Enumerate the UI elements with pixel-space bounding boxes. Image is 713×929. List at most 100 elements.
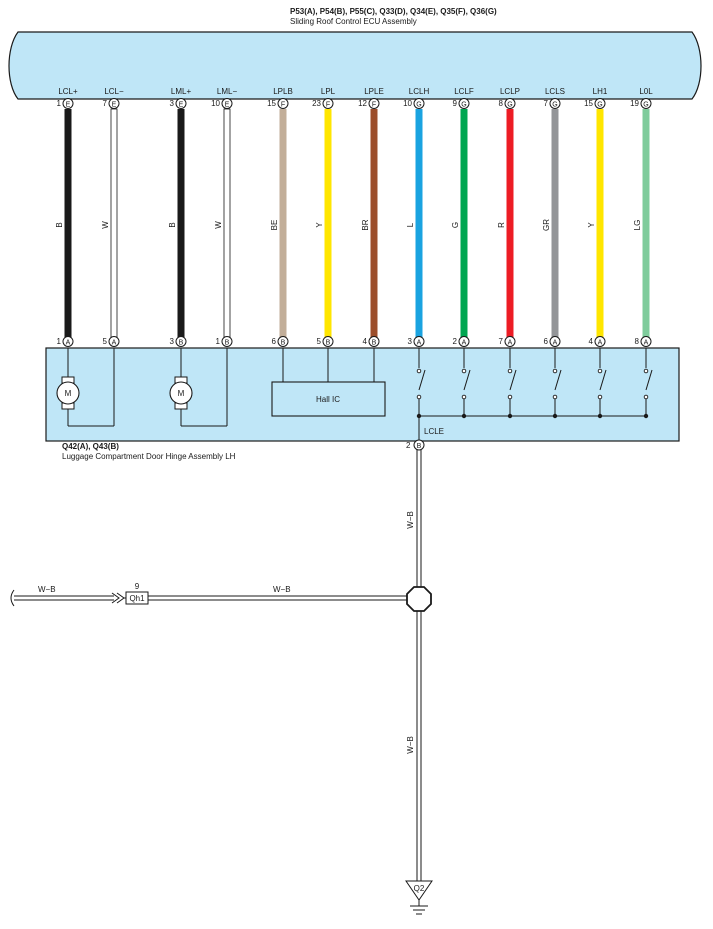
motor-lcl: M (56, 348, 115, 427)
wire-top-connector: F (326, 101, 330, 108)
motor-icon (56, 381, 80, 405)
splice-point-icon (406, 586, 432, 612)
wire-lcls: LCLS7GGR6ALCLS (542, 87, 579, 362)
wire-bottom-connector: B (281, 339, 286, 346)
wire-top-connector: G (461, 101, 466, 108)
wire-bottom-connector: A (66, 339, 71, 346)
wire-line (279, 109, 287, 340)
wire-line (415, 109, 423, 340)
wire-line (177, 109, 185, 340)
wire-bottom-pin: 6 (272, 337, 277, 346)
wire-line (223, 108, 231, 341)
wire-top-connector: G (552, 101, 557, 108)
wire-top-connector-icon (458, 98, 470, 109)
junction-pin: 9 (135, 582, 140, 591)
switch-lclh (416, 348, 426, 419)
motor-lml: M (169, 348, 228, 427)
wire-top-signal: LCL− (104, 87, 124, 96)
wire-bottom-pin: 6 (544, 337, 549, 346)
ground-wire (416, 450, 422, 881)
wire-top-connector-icon (413, 98, 425, 109)
wire-bottom-pin: 2 (453, 337, 458, 346)
wire-top-pin: 10 (211, 99, 220, 108)
ecu-connector-codes: P53(A), P54(B), P55(C), Q33(D), Q34(E), … (290, 7, 497, 16)
wire-bottom-connector-icon (175, 336, 187, 347)
wire-top-connector-icon (175, 98, 187, 109)
wire-bottom-connector: B (179, 339, 184, 346)
wire-bottom-connector: A (417, 339, 422, 346)
wire-top-signal: LPL (321, 87, 336, 96)
wire-top-signal: LCLH (409, 87, 430, 96)
wire-top-signal: LH1 (593, 87, 608, 96)
wire-top-connector: E (179, 101, 184, 108)
wire-line (642, 109, 650, 340)
wire-top-signal: LCLP (500, 87, 520, 96)
wire-bottom-connector-icon (458, 336, 470, 347)
wire-line (324, 109, 332, 340)
wire-color-code: L (406, 222, 415, 227)
wire-top-connector: F (281, 101, 285, 108)
wire-top-connector-icon (504, 98, 516, 109)
wire-top-connector-icon (368, 98, 380, 109)
wire-bottom-connector-icon (62, 336, 74, 347)
ground-wire-upper-color: W−B (406, 511, 415, 529)
wire-top-connector: F (372, 101, 376, 108)
wire-color-code: BE (270, 220, 279, 231)
wire-top-pin: 23 (312, 99, 321, 108)
wire-color-code: BR (361, 219, 370, 230)
wire-bottom-pin: 7 (499, 337, 504, 346)
wire-line (64, 109, 72, 340)
wire-bottom-connector: A (508, 339, 513, 346)
wire-bottom-connector: A (462, 339, 467, 346)
wire-top-connector: G (597, 101, 602, 108)
wire-top-pin: 15 (584, 99, 593, 108)
wire-top-signal: LML− (217, 87, 238, 96)
wire-top-connector: E (225, 101, 230, 108)
wire-bottom-connector: A (553, 339, 558, 346)
switch-lh1 (597, 348, 607, 419)
wire-top-signal: LCLS (545, 87, 565, 96)
wire-l0l: L0L19GLG8AL0L (630, 87, 664, 362)
branch-left-color: W−B (38, 585, 56, 594)
wire-color-code: G (451, 222, 460, 228)
ground-pin-connector-icon (413, 439, 425, 451)
wire-lclp: LCLP8GR7ALCLP (497, 87, 534, 362)
wire-top-pin: 7 (544, 99, 549, 108)
wire-top-connector-icon (108, 98, 120, 109)
wire-top-connector: G (416, 101, 421, 108)
hinge-assembly-name: Luggage Compartment Door Hinge Assembly … (62, 452, 236, 461)
wire-line (460, 109, 468, 340)
wire-bottom-connector-icon (504, 336, 516, 347)
wire-bottom-pin: 1 (57, 337, 62, 346)
wire-bottom-connector: B (372, 339, 377, 346)
wire-lclf: LCLF9GG2ALCLF (451, 87, 488, 362)
wire-bottom-connector: B (326, 339, 331, 346)
wire-top-connector: E (66, 101, 71, 108)
lcle-label: LCLE (424, 427, 444, 436)
wire-top-signal: LPLE (364, 87, 384, 96)
wire-bottom-connector-icon (413, 336, 425, 347)
wire-bottom-connector: A (112, 339, 117, 346)
wire-top-pin: 3 (170, 99, 175, 108)
wire-bottom-connector: B (225, 339, 230, 346)
wire-top-pin: 9 (453, 99, 458, 108)
wire-color-code: R (497, 222, 506, 228)
branch-wire (10, 589, 409, 607)
wire-top-signal: LML+ (171, 87, 192, 96)
wire-lple: LPLE12FBR4BLPLE (358, 87, 397, 362)
wire-bottom-connector-icon (640, 336, 652, 347)
switch-group (416, 348, 653, 419)
wire-bottom-connector-icon (368, 336, 380, 347)
wire-lcl_neg: LCL−7EW5ALCL− (101, 87, 138, 362)
ground-point-label: Q2 (414, 884, 425, 893)
switch-l0l (643, 348, 653, 419)
wire-color-code: GR (542, 219, 551, 231)
ground-pin-connector: B (417, 443, 422, 450)
wire-top-pin: 10 (403, 99, 412, 108)
junction-name: Qh1 (129, 594, 145, 603)
ecu-assembly-name: Sliding Roof Control ECU Assembly (290, 17, 417, 26)
wire-lclh: LCLH10GL3ALCLH (403, 87, 444, 362)
